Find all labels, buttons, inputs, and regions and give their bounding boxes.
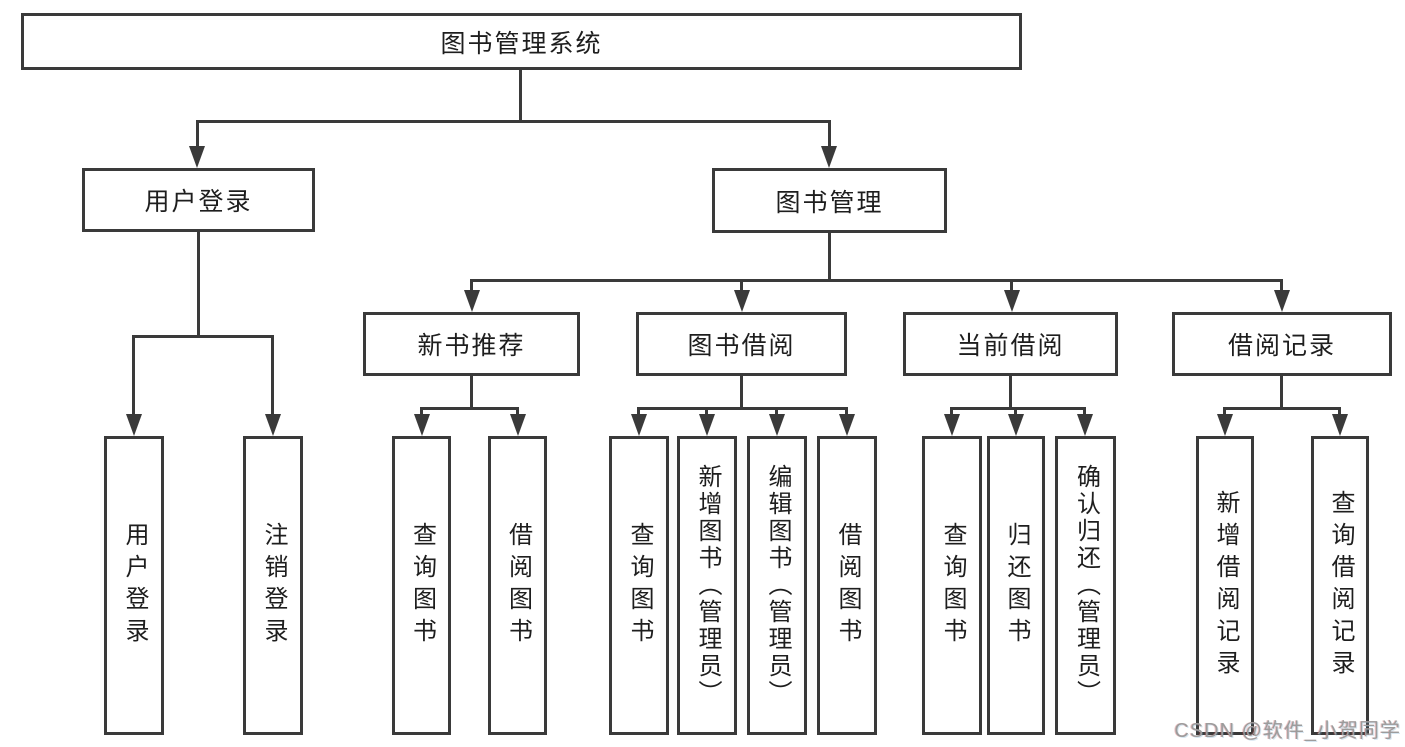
csdn-watermark: CSDN @软件_小贺同学	[1174, 720, 1401, 742]
arrow-down-icon	[769, 414, 785, 436]
connector-arm-leaf-logout	[271, 335, 274, 417]
node-label: 借阅记录	[1227, 332, 1336, 360]
arrow-down-icon	[1004, 290, 1020, 312]
node-label: 图书管理系统	[440, 29, 603, 58]
connector-arm-user-login	[196, 120, 199, 150]
arrow-down-icon	[1332, 414, 1348, 436]
leaf-label: 新增图书（管理员）	[694, 464, 721, 707]
node-borrow-records: 借阅记录	[1172, 312, 1392, 376]
connector-book-bar	[470, 279, 1283, 282]
leaf-bb-query-books: 查询图书	[609, 436, 669, 735]
leaf-label: 编辑图书（管理员）	[764, 464, 791, 707]
leaf-label: 借阅图书	[834, 521, 861, 650]
connector-arm-book-management	[828, 120, 831, 150]
leaf-logout: 注销登录	[243, 436, 303, 735]
connector-cb-bar	[950, 407, 1086, 410]
arrow-down-icon	[414, 414, 430, 436]
connector-br-bar	[1223, 407, 1341, 410]
connector-nb-stem	[470, 376, 473, 407]
connector-arm	[1083, 407, 1086, 417]
node-label: 图书管理	[775, 188, 884, 217]
leaf-label: 查询图书	[626, 521, 653, 650]
leaf-user-login: 用户登录	[104, 436, 164, 735]
connector-arm	[516, 407, 519, 417]
connector-arm	[775, 407, 778, 417]
leaf-bb-borrow-books: 借阅图书	[817, 436, 877, 735]
leaf-nb-query-books: 查询图书	[392, 436, 451, 735]
leaf-label: 确认归还（管理员）	[1072, 464, 1100, 707]
node-library-management-system: 图书管理系统	[21, 13, 1022, 70]
connector-arm	[420, 407, 423, 417]
node-label: 新书推荐	[417, 332, 526, 360]
leaf-label: 注销登录	[260, 521, 287, 650]
connector-root-bar	[196, 120, 831, 123]
leaf-cb-return-books: 归还图书	[987, 436, 1045, 735]
connector-arm-leaf-user-login	[132, 335, 135, 417]
arrow-down-icon	[734, 290, 750, 312]
connector-arm	[705, 407, 708, 417]
connector-arm	[637, 407, 640, 417]
connector-bb-bar	[637, 407, 848, 410]
connector-arm	[1223, 407, 1226, 417]
arrow-down-icon	[1274, 290, 1290, 312]
leaf-label: 新增借阅记录	[1212, 489, 1239, 682]
node-new-book-recommend: 新书推荐	[363, 312, 580, 376]
arrow-down-icon	[1217, 414, 1233, 436]
leaf-label: 查询借阅记录	[1327, 489, 1354, 682]
leaf-label: 查询图书	[408, 521, 436, 650]
connector-nb-bar	[420, 407, 519, 410]
node-current-borrow: 当前借阅	[903, 312, 1118, 376]
connector-arm	[1338, 407, 1341, 417]
arrow-down-icon	[265, 414, 281, 436]
connector-bb-stem	[740, 376, 743, 407]
arrow-down-icon	[839, 414, 855, 436]
leaf-bb-edit-books-admin: 编辑图书（管理员）	[747, 436, 807, 735]
arrow-down-icon	[189, 146, 205, 168]
leaf-label: 用户登录	[121, 521, 148, 650]
arrow-down-icon	[510, 414, 526, 436]
leaf-bb-add-books-admin: 新增图书（管理员）	[677, 436, 737, 735]
node-user-login: 用户登录	[82, 168, 315, 232]
leaf-nb-borrow-books: 借阅图书	[488, 436, 547, 735]
leaf-cb-query-books: 查询图书	[922, 436, 982, 735]
arrow-down-icon	[126, 414, 142, 436]
leaf-label: 归还图书	[1003, 521, 1030, 650]
connector-arm	[950, 407, 953, 417]
connector-arm-new-book	[470, 279, 473, 295]
arrow-down-icon	[631, 414, 647, 436]
leaf-br-query-record: 查询借阅记录	[1311, 436, 1369, 735]
node-label: 用户登录	[144, 188, 253, 216]
arrow-down-icon	[464, 290, 480, 312]
connector-user-bar	[132, 335, 274, 338]
connector-arm	[845, 407, 848, 417]
arrow-down-icon	[1008, 414, 1024, 436]
arrow-down-icon	[944, 414, 960, 436]
leaf-label: 借阅图书	[504, 521, 532, 650]
leaf-label: 查询图书	[939, 521, 966, 650]
node-book-management: 图书管理	[712, 168, 947, 233]
arrow-down-icon	[699, 414, 715, 436]
arrow-down-icon	[1077, 414, 1093, 436]
connector-arm-current-borrow	[1010, 279, 1013, 295]
connector-br-stem	[1280, 376, 1283, 407]
leaf-br-add-record: 新增借阅记录	[1196, 436, 1254, 735]
arrow-down-icon	[821, 146, 837, 168]
leaf-cb-confirm-return-admin: 确认归还（管理员）	[1055, 436, 1116, 735]
connector-arm	[1014, 407, 1017, 417]
connector-root-stem	[519, 70, 522, 120]
connector-book-stem	[828, 233, 831, 279]
node-book-borrow: 图书借阅	[636, 312, 847, 376]
connector-user-stem	[197, 232, 200, 335]
connector-arm-book-borrow	[740, 279, 743, 295]
connector-arm-borrow-records	[1280, 279, 1283, 295]
node-label: 当前借阅	[956, 332, 1065, 360]
connector-cb-stem	[1009, 376, 1012, 407]
node-label: 图书借阅	[687, 332, 796, 360]
